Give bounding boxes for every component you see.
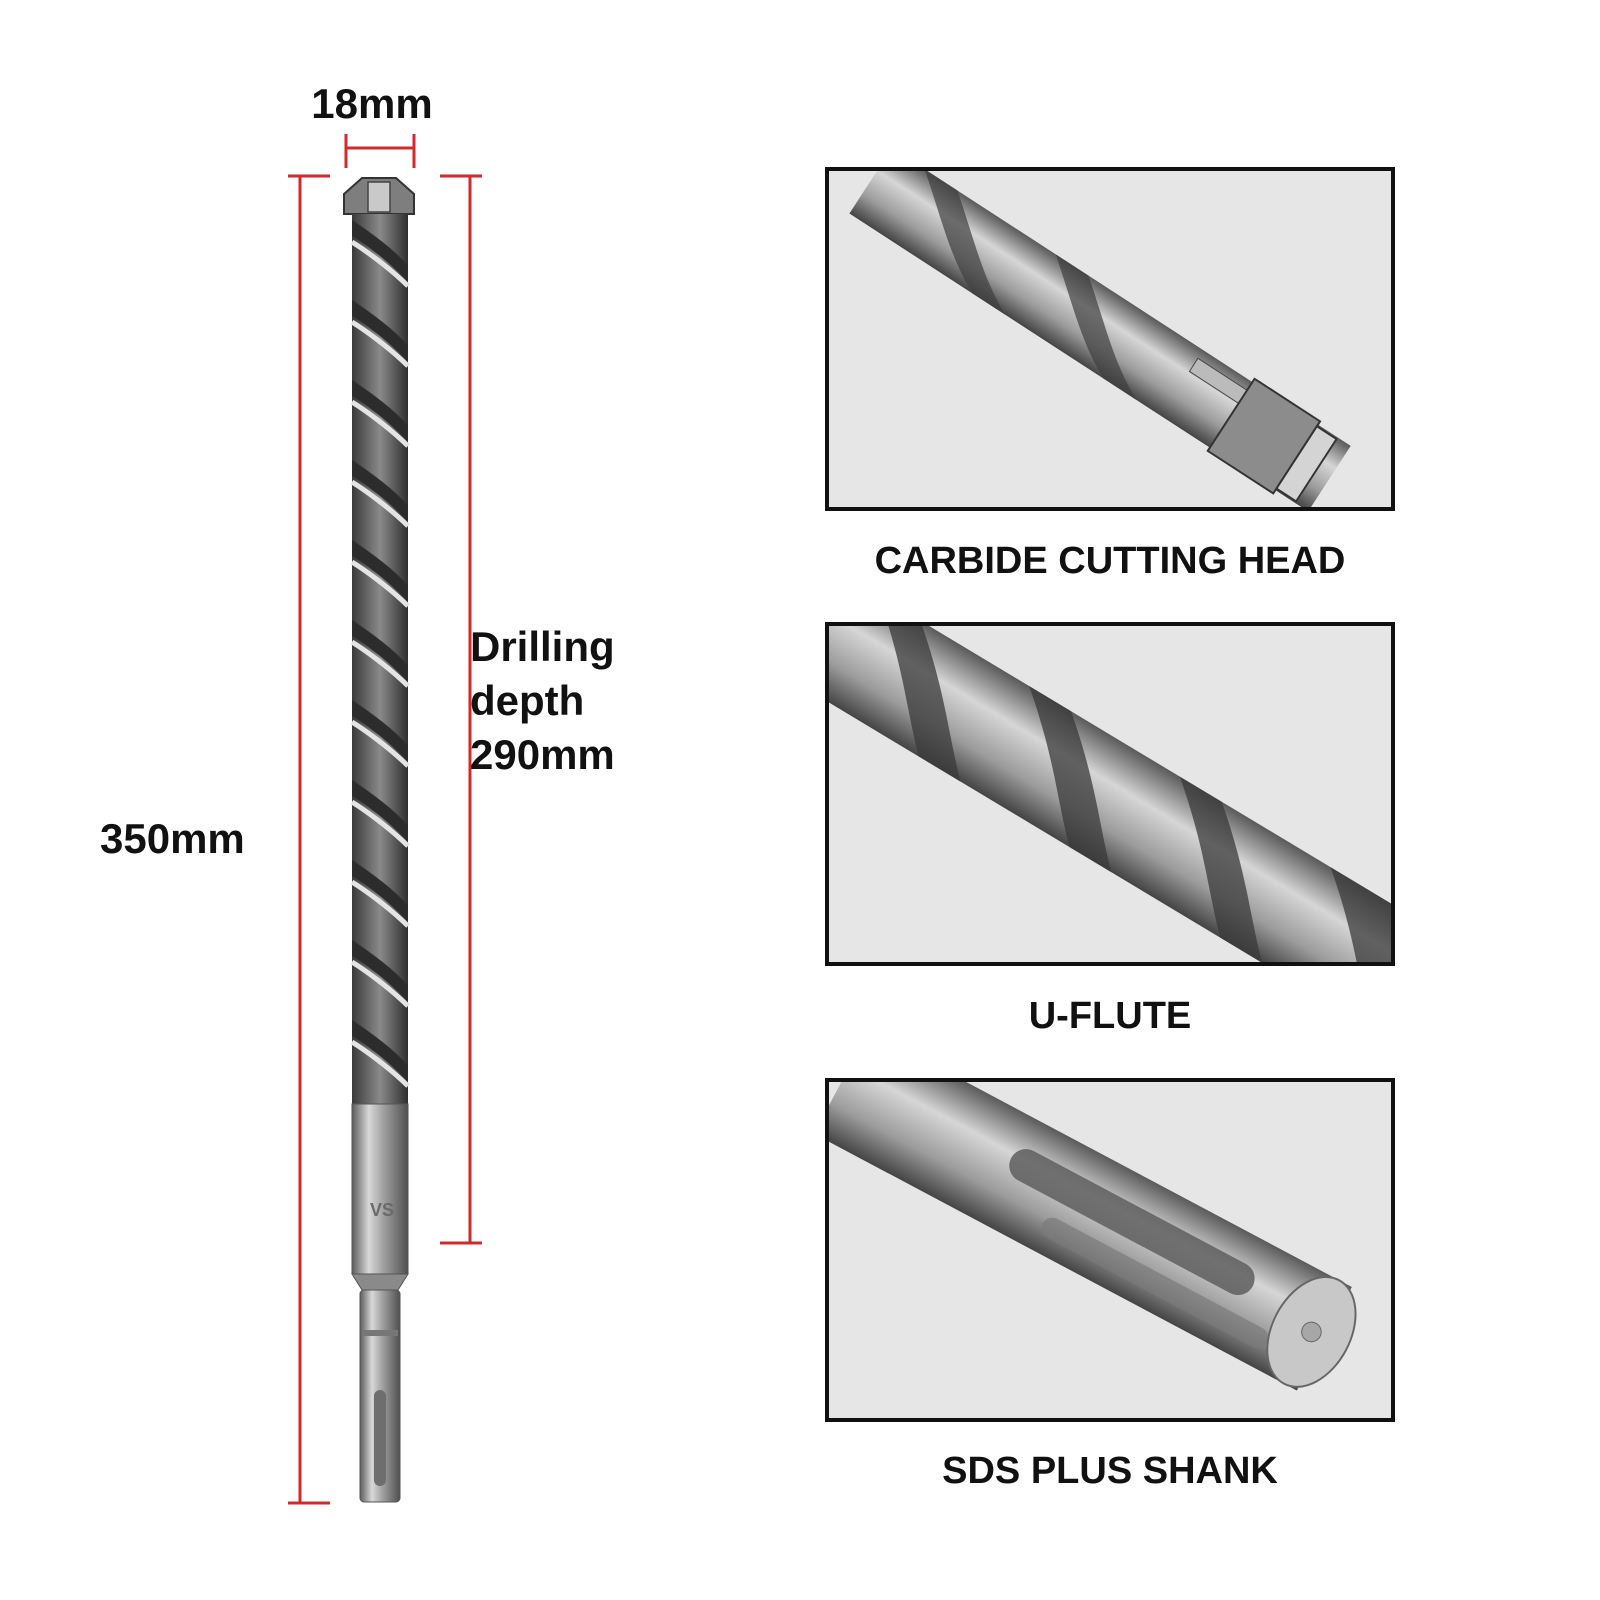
flute-groove	[352, 220, 408, 282]
depth-label-line-1: Drilling	[470, 623, 615, 670]
flute-edge-highlight	[350, 639, 410, 688]
flute-groove	[352, 1020, 408, 1082]
flute-edge-highlight	[350, 239, 410, 288]
u-flute-caption: U-FLUTE	[1028, 995, 1192, 1037]
u-flute-image	[829, 626, 1391, 962]
flute-groove	[352, 780, 408, 842]
flute-edge-highlight	[350, 319, 410, 368]
sds-shank-image	[829, 1082, 1357, 1391]
flute-groove	[352, 700, 408, 762]
sds-shank-caption: SDS PLUS SHANK	[942, 1450, 1278, 1492]
flute-edge-highlight	[350, 399, 410, 448]
depth-label-line-2: depth	[470, 677, 585, 724]
flute-edge-highlight	[350, 559, 410, 608]
flute-edge-highlight	[350, 879, 410, 928]
flute-groove	[352, 300, 408, 362]
length-dimension-line	[288, 174, 330, 1505]
flute-edge-highlight	[350, 1039, 410, 1088]
sds-shank-closeup	[825, 1078, 1395, 1422]
flute-groove	[352, 460, 408, 522]
depth-label-line-3: 290mm	[470, 731, 615, 778]
length-label: 350mm	[100, 815, 245, 862]
carbide-head-caption: CARBIDE CUTTING HEAD	[874, 540, 1346, 582]
flute-groove	[352, 940, 408, 1002]
depth-dimension-line	[440, 174, 482, 1245]
flute-edge-highlight	[350, 479, 410, 528]
shank-marking: VS	[370, 1200, 394, 1220]
flute-groove	[352, 860, 408, 922]
flute-spirals	[350, 220, 410, 1088]
carbide-head-closeup	[825, 167, 1395, 511]
carbide-head-image	[849, 171, 1351, 507]
drill-bit: VS	[343, 177, 415, 1503]
width-label: 18mm	[311, 80, 433, 127]
drilling-depth-label: Drilling depth 290mm	[470, 620, 650, 782]
shank	[351, 1103, 409, 1275]
flute-groove	[352, 380, 408, 442]
width-dimension-line	[344, 134, 416, 168]
drill-bit-diagram: VS	[288, 134, 482, 1505]
flute-groove	[352, 540, 408, 602]
u-flute-closeup	[825, 622, 1395, 966]
flute-edge-highlight	[350, 959, 410, 1008]
flute-groove	[352, 620, 408, 682]
flute-edge-highlight	[350, 799, 410, 848]
flute-edge-highlight	[350, 719, 410, 768]
